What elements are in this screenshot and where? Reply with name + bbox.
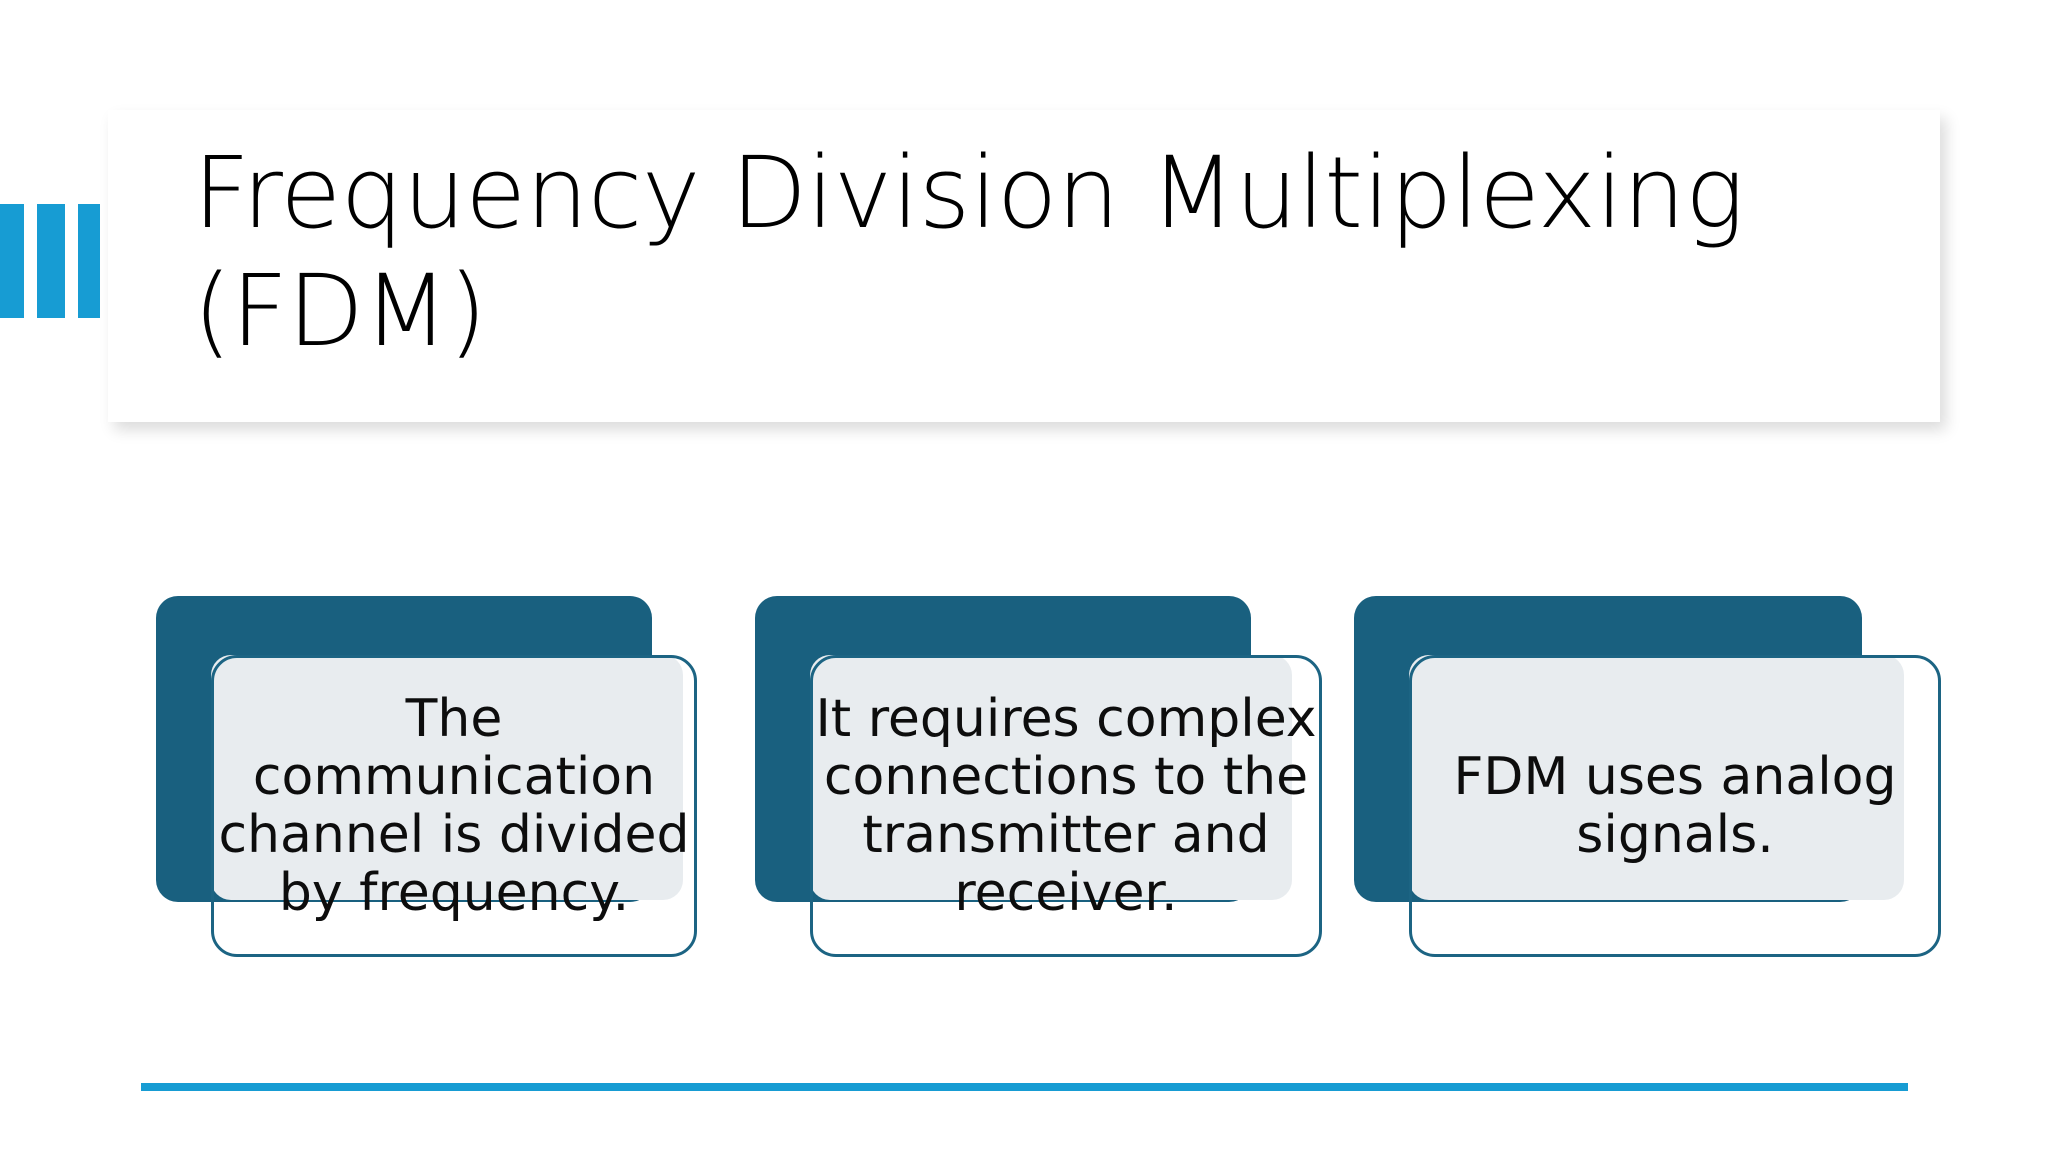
accent-bar-2-icon [37, 204, 65, 318]
card-fill-plate [1409, 655, 1904, 900]
left-accent-bars [0, 204, 100, 318]
title-card: Frequency Division Multiplexing (FDM) [108, 110, 1940, 422]
card-fill-plate [810, 655, 1292, 900]
accent-bar-3-icon [78, 204, 100, 318]
card-outline-plate [1409, 655, 1941, 957]
card-body-text: It requires complex connections to the t… [815, 689, 1317, 923]
card-body-text: FDM uses analog signals. [1453, 747, 1897, 865]
card-outline-plate [211, 655, 697, 957]
page-title: Frequency Division Multiplexing (FDM) [193, 136, 1744, 369]
accent-bar-1-icon [0, 204, 24, 318]
card-fill-plate [211, 655, 683, 900]
card-outline-plate [810, 655, 1322, 957]
bottom-accent-rule [141, 1083, 1908, 1091]
card-body-text: The communication channel is divided by … [218, 689, 690, 923]
